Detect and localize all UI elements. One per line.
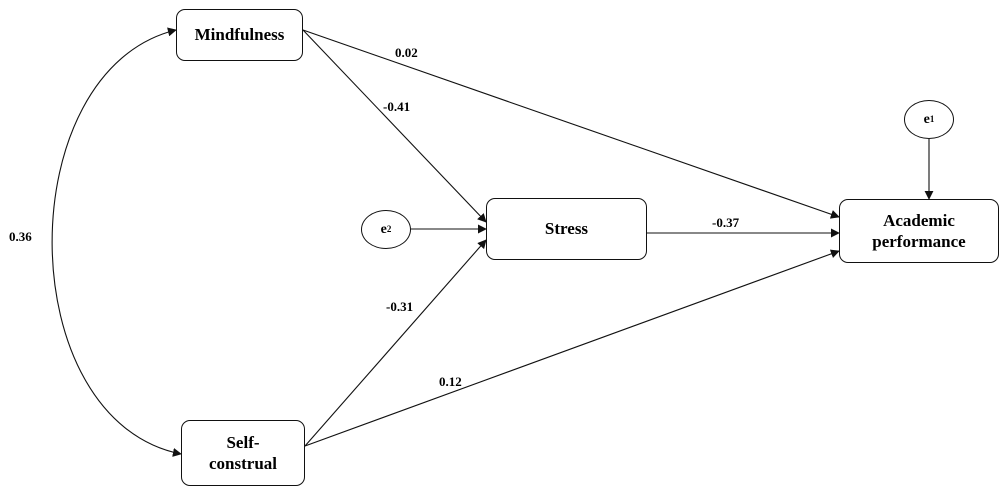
path-selfconstrual-stress xyxy=(304,239,487,447)
coef-stress-academic: -0.37 xyxy=(712,215,740,230)
node-mindfulness: Mindfulness xyxy=(176,9,303,61)
error-e1-sup: 1 xyxy=(929,113,935,124)
error-e2-sup: 2 xyxy=(386,223,392,234)
error-e2-base: e xyxy=(380,221,387,237)
node-self-label-line1: Self- xyxy=(226,432,260,452)
covariance-arrow-mindfulness-selfconstrual xyxy=(51,27,182,457)
node-self-label-line2: construal xyxy=(209,454,277,473)
coef-mindfulness-stress: -0.41 xyxy=(383,99,411,114)
node-stress: Stress xyxy=(486,198,647,260)
node-stress-label: Stress xyxy=(544,219,589,239)
node-academic-label-line1: Academic xyxy=(883,210,955,230)
coef-covariance: 0.36 xyxy=(9,229,32,244)
error-e1-base: e xyxy=(923,111,930,127)
node-academic-performance: Academic performance xyxy=(839,199,999,263)
node-mindfulness-label: Mindfulness xyxy=(194,25,285,45)
path-mindfulness-academic xyxy=(302,29,840,219)
coef-selfconstrual-academic: 0.12 xyxy=(439,374,462,389)
node-self-construal: Self- construal xyxy=(181,420,305,486)
coef-selfconstrual-stress: -0.31 xyxy=(386,299,414,314)
node-academic-label-line2: performance xyxy=(872,232,966,251)
coef-mindfulness-academic: 0.02 xyxy=(395,45,418,60)
path-selfconstrual-academic xyxy=(304,249,840,447)
path-mindfulness-stress xyxy=(302,29,487,223)
